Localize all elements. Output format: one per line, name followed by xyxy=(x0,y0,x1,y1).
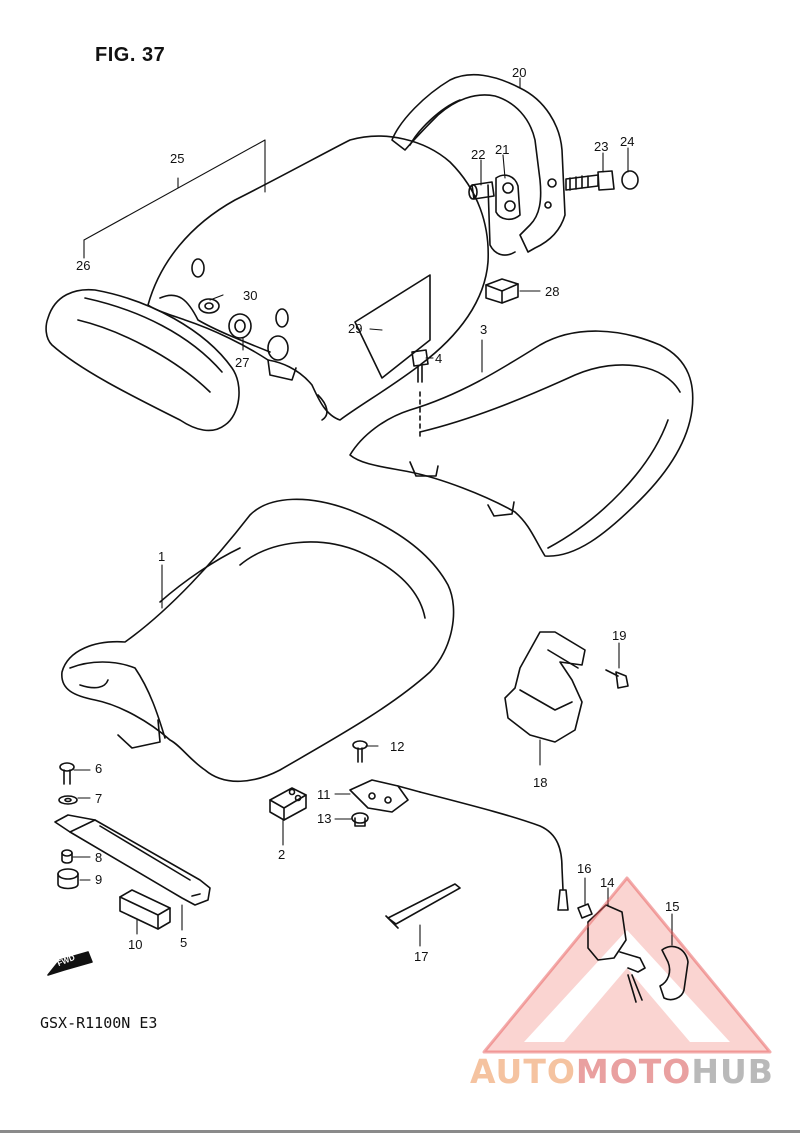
part-21-bracket xyxy=(495,174,521,221)
part-2-latch xyxy=(269,787,307,821)
part-12-screw xyxy=(352,740,368,763)
part-16-screw xyxy=(577,903,593,919)
callout-18: 18 xyxy=(533,775,548,790)
part-25-seat-cowl xyxy=(147,135,489,421)
callout-19: 19 xyxy=(612,628,627,643)
callout-29: 29 xyxy=(348,321,363,336)
watermark-hub: HUB xyxy=(691,1052,774,1091)
callout-28: 28 xyxy=(545,284,560,299)
part-27-damper xyxy=(228,313,252,339)
watermark-moto: MOTO xyxy=(575,1052,692,1091)
part-28-cushion xyxy=(485,278,519,304)
part-17-strap xyxy=(385,883,461,929)
part-26-pillion-pad xyxy=(45,288,240,432)
part-24-cap xyxy=(621,170,639,190)
callout-24: 24 xyxy=(620,134,635,149)
part-4-bolt xyxy=(411,349,429,441)
callout-12: 12 xyxy=(390,739,405,754)
part-7-washer xyxy=(58,795,78,805)
watermark-brand: AUTOMOTOHUB xyxy=(470,1052,774,1091)
callout-15: 15 xyxy=(665,899,680,914)
callout-13: 13 xyxy=(317,811,332,826)
callout-5: 5 xyxy=(180,935,188,950)
callout-10: 10 xyxy=(128,937,143,952)
part-15-plate xyxy=(659,945,689,1001)
callout-6: 6 xyxy=(95,761,103,776)
part-13-screw xyxy=(351,812,369,827)
callout-30: 30 xyxy=(243,288,258,303)
part-11-cable xyxy=(419,791,569,911)
callout-23: 23 xyxy=(594,139,609,154)
callout-9: 9 xyxy=(95,872,103,887)
part-20-grab-rail xyxy=(391,73,566,256)
callout-21: 21 xyxy=(495,142,510,157)
part-14-key-lock xyxy=(587,904,646,1003)
callout-7: 7 xyxy=(95,791,103,806)
part-6-bolt xyxy=(59,762,75,785)
part-11-seat-lock xyxy=(349,779,421,813)
callout-1: 1 xyxy=(158,549,166,564)
watermark-auto: AUTO xyxy=(470,1052,576,1091)
part-1-front-seat xyxy=(61,498,455,783)
part-5-bracket xyxy=(54,814,211,906)
callout-16: 16 xyxy=(577,861,592,876)
watermark-triangle-outline xyxy=(482,876,772,1054)
model-code: GSX-R1100N E3 xyxy=(40,1014,158,1032)
callout-4: 4 xyxy=(435,351,443,366)
part-18-cover xyxy=(504,631,586,743)
part-9-cushion xyxy=(57,868,79,890)
part-23-bolt xyxy=(565,170,615,191)
callout-2: 2 xyxy=(278,847,286,862)
figure-title: FIG. 37 xyxy=(95,44,166,66)
callout-22: 22 xyxy=(471,147,486,162)
callout-26: 26 xyxy=(76,258,91,273)
part-8-collar xyxy=(61,849,73,864)
part-22-collar xyxy=(468,181,495,200)
callout-3: 3 xyxy=(480,322,488,337)
part-10-pad xyxy=(119,889,171,930)
part-3-pillion-seat xyxy=(349,330,694,557)
callout-20: 20 xyxy=(512,65,527,80)
leader-lines xyxy=(72,77,673,947)
part-30-grommet xyxy=(198,298,220,314)
callout-11: 11 xyxy=(317,787,331,802)
callout-27: 27 xyxy=(235,355,250,370)
part-19-screw xyxy=(605,669,629,689)
watermark-triangle xyxy=(484,878,770,1052)
callout-25: 25 xyxy=(170,151,185,166)
callout-8: 8 xyxy=(95,850,103,865)
callout-17: 17 xyxy=(414,949,429,964)
callout-14: 14 xyxy=(600,875,615,890)
fwd-arrow xyxy=(47,951,93,976)
